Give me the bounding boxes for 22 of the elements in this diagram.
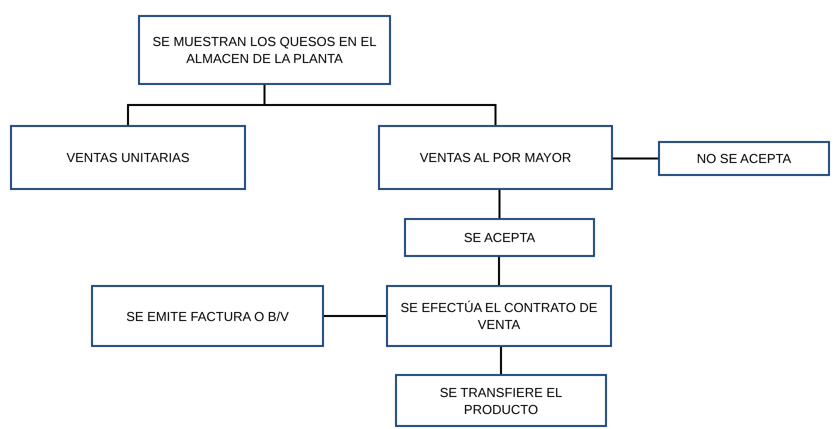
box-label: SE EFECTÚA EL CONTRATO DE VENTA: [400, 299, 598, 333]
process-box: [378, 125, 613, 190]
box-label: SE EMITE FACTURA O B/V: [126, 308, 289, 324]
box-label: VENTAS AL POR MAYOR: [420, 149, 572, 166]
process-box: [10, 125, 246, 190]
process-box: [386, 285, 612, 347]
process-box: [91, 285, 324, 347]
box-label: NO SE ACEPTA: [696, 150, 792, 167]
process-box: [404, 218, 595, 257]
connector-line: [324, 315, 386, 317]
box-label: SE TRANSFIERE EL PRODUCTO: [438, 384, 564, 418]
connector-line: [264, 85, 496, 125]
connector-line: [613, 158, 658, 160]
box-label: VENTAS UNITARIAS: [66, 149, 190, 166]
process-box: [138, 15, 391, 85]
connector-line: [498, 190, 500, 218]
connector-line: [498, 257, 500, 285]
connector-line: [500, 347, 502, 374]
process-box: [658, 141, 830, 176]
box-label: SE MUESTRAN LOS QUESOS EN EL ALMACEN DE LA PLANTA: [152, 33, 378, 67]
box-label: SE ACEPTA: [464, 229, 536, 246]
process-box: [395, 374, 607, 427]
